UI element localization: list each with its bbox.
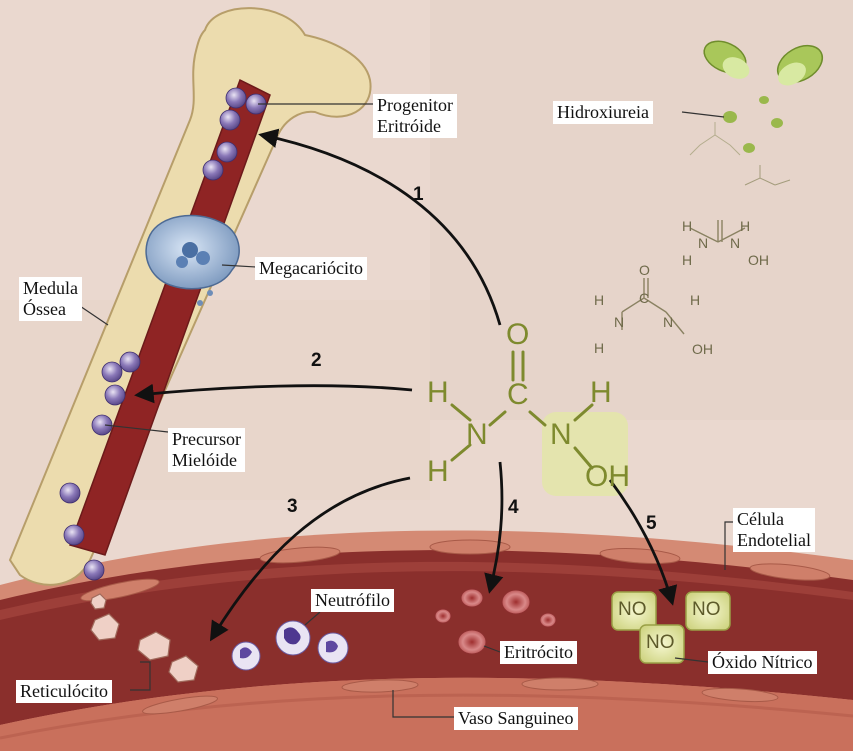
small2-atom-h1: H [682, 218, 692, 234]
small2-atom-h2: H [740, 218, 750, 234]
atom-o-carbonyl: O [506, 318, 529, 352]
small-atom-n2: N [663, 314, 673, 330]
small-atom-h1: H [594, 292, 604, 308]
atom-h-upper-left: H [427, 376, 449, 410]
arrow-number-1: 1 [413, 184, 424, 206]
label-vaso-sanguineo: Vaso Sanguineo [454, 707, 578, 730]
atom-n-left: N [466, 418, 488, 452]
label-neutrofilo: Neutrófilo [311, 589, 394, 612]
small-atom-n1: N [614, 314, 624, 330]
label-oxido-nitrico: Óxido Nítrico [708, 651, 817, 674]
label-hidroxiureia: Hidroxiureia [553, 101, 653, 124]
small2-atom-oh: OH [748, 252, 769, 268]
label-reticulocito: Reticulócito [16, 680, 112, 703]
small2-atom-h3: H [682, 252, 692, 268]
small2-atom-n1: N [698, 235, 708, 251]
atom-h-upper-right: H [590, 376, 612, 410]
label-eritrocito: Eritrócito [500, 641, 577, 664]
atom-n-right: N [550, 418, 572, 452]
label-megacariocito: Megacariócito [255, 257, 367, 280]
arrow-number-2: 2 [311, 350, 322, 372]
arrow-number-3: 3 [287, 496, 298, 518]
atom-h-lower-left: H [427, 455, 449, 489]
small-atom-c: C [639, 290, 649, 306]
no-text-2: NO [692, 599, 721, 621]
no-text-3: NO [646, 632, 675, 654]
small-atom-h3: H [594, 340, 604, 356]
arrow-number-4: 4 [508, 497, 519, 519]
atom-c: C [507, 378, 529, 412]
small-atom-o: O [639, 262, 650, 278]
atom-oh: OH [585, 460, 630, 494]
arrow-number-5: 5 [646, 513, 657, 535]
no-text-1: NO [618, 599, 647, 621]
small2-atom-n2: N [730, 235, 740, 251]
small-atom-oh: OH [692, 341, 713, 357]
small-atom-h2: H [690, 292, 700, 308]
